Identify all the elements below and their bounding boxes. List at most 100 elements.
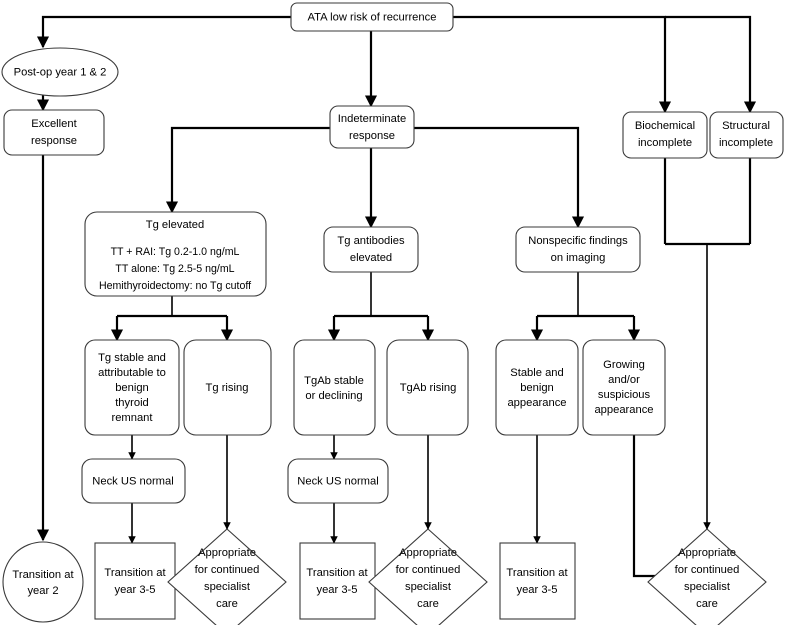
transition-year-2-label-1: Transition at bbox=[12, 569, 74, 581]
specialist-care-b-label-2: for continued bbox=[396, 564, 461, 576]
node-growing-suspicious-appearance[interactable]: Growing and/or suspicious appearance bbox=[582, 339, 666, 436]
node-nonspecific-findings[interactable]: Nonspecific findings on imaging bbox=[515, 226, 641, 273]
specialist-care-a-label-2: for continued bbox=[195, 564, 260, 576]
growing-suspicious-label-1: Growing bbox=[603, 359, 645, 371]
node-tg-rising[interactable]: Tg rising bbox=[183, 339, 272, 436]
specialist-care-b-label-1: Appropriate bbox=[399, 547, 457, 559]
node-structural-incomplete[interactable]: Structural incomplete bbox=[709, 111, 784, 159]
tg-stable-label-5: remnant bbox=[111, 412, 153, 424]
transition-c-label-1: Transition at bbox=[506, 567, 568, 579]
specialist-care-c-shape bbox=[647, 528, 767, 625]
tg-stable-label-3: benign bbox=[115, 382, 149, 394]
node-excellent-response[interactable]: Excellent response bbox=[3, 109, 105, 156]
growing-suspicious-label-3: suspicious bbox=[598, 389, 651, 401]
node-tgab-rising[interactable]: TgAb rising bbox=[386, 339, 469, 436]
tg-elevated-heading: Tg elevated bbox=[146, 219, 204, 231]
post-op-year-shape bbox=[1, 47, 119, 97]
node-tgab-stable-or-declining[interactable]: TgAb stable or declining bbox=[293, 339, 376, 436]
specialist-care-c-label-1: Appropriate bbox=[678, 547, 736, 559]
biochemical-incomplete-shape bbox=[622, 111, 708, 159]
nonspecific-findings-shape bbox=[515, 226, 641, 273]
node-ata-low-risk[interactable]: ATA low risk of recurrence bbox=[290, 2, 454, 32]
transition-a-shape bbox=[94, 542, 176, 620]
indeterminate-response-label-1: Indeterminate bbox=[338, 113, 406, 125]
node-transition-year-3-5-c[interactable]: Transition at year 3-5 bbox=[499, 542, 576, 620]
node-tg-stable-benign-remnant[interactable]: Tg stable and attributable to benign thy… bbox=[84, 339, 180, 436]
node-post-op-year-1-2[interactable]: Post-op year 1 & 2 bbox=[1, 47, 119, 97]
edge-ata-bus-left bbox=[36, 15, 291, 49]
node-indeterminate-response[interactable]: Indeterminate response bbox=[329, 105, 415, 149]
post-op-year-label: Post-op year 1 & 2 bbox=[14, 66, 107, 78]
specialist-care-c-label-2: for continued bbox=[675, 564, 740, 576]
neck-us-normal-mid-shape bbox=[287, 458, 389, 504]
node-specialist-care-b[interactable]: Appropriate for continued specialist car… bbox=[368, 528, 488, 625]
tg-stable-label-2: attributable to bbox=[98, 367, 166, 379]
node-transition-year-3-5-b[interactable]: Transition at year 3-5 bbox=[299, 542, 376, 620]
node-tg-elevated[interactable]: Tg elevated TT + RAI: Tg 0.2-1.0 ng/mL T… bbox=[84, 211, 267, 297]
tgab-stable-label-2: or declining bbox=[305, 390, 362, 402]
stable-benign-label-3: appearance bbox=[507, 397, 566, 409]
node-neck-us-normal-mid[interactable]: Neck US normal bbox=[287, 458, 389, 504]
structural-incomplete-shape bbox=[709, 111, 784, 159]
tg-antibodies-elevated-label-1: Tg antibodies bbox=[337, 235, 405, 247]
growing-suspicious-label-4: appearance bbox=[594, 404, 653, 416]
transition-a-label-1: Transition at bbox=[104, 567, 166, 579]
tg-antibodies-elevated-shape bbox=[323, 226, 419, 273]
nonspecific-findings-label-2: on imaging bbox=[551, 252, 606, 264]
ata-low-risk-label: ATA low risk of recurrence bbox=[308, 11, 437, 23]
neck-us-normal-left-label: Neck US normal bbox=[92, 475, 173, 487]
node-biochemical-incomplete[interactable]: Biochemical incomplete bbox=[622, 111, 708, 159]
biochemical-incomplete-label-2: incomplete bbox=[638, 137, 692, 149]
tg-elevated-line-3: Hemithyroidectomy: no Tg cutoff bbox=[99, 280, 251, 292]
transition-c-label-2: year 3-5 bbox=[516, 584, 557, 596]
transition-year-2-label-2: year 2 bbox=[27, 585, 58, 597]
transition-a-label-2: year 3-5 bbox=[114, 584, 155, 596]
specialist-care-a-label-4: care bbox=[216, 598, 238, 610]
specialist-care-b-label-3: specialist bbox=[405, 581, 452, 593]
tgab-stable-shape bbox=[293, 339, 376, 436]
structural-incomplete-label-1: Structural bbox=[722, 120, 770, 132]
specialist-care-a-shape bbox=[167, 528, 287, 625]
specialist-care-c-label-4: care bbox=[696, 598, 718, 610]
transition-c-shape bbox=[499, 542, 576, 620]
specialist-care-b-label-4: care bbox=[417, 598, 439, 610]
edge-ata-to-biochemical bbox=[453, 15, 672, 114]
tgab-rising-shape bbox=[386, 339, 469, 436]
transition-b-shape bbox=[299, 542, 376, 620]
specialist-care-a-label-1: Appropriate bbox=[198, 547, 256, 559]
tgab-stable-label-1: TgAb stable bbox=[304, 375, 364, 387]
edge-ata-to-structural bbox=[665, 15, 757, 114]
tg-rising-label: Tg rising bbox=[206, 382, 249, 394]
tg-stable-label-1: Tg stable and bbox=[98, 352, 166, 364]
node-specialist-care-c[interactable]: Appropriate for continued specialist car… bbox=[647, 528, 767, 625]
growing-suspicious-label-2: and/or bbox=[608, 374, 640, 386]
node-transition-year-2[interactable]: Transition at year 2 bbox=[2, 541, 84, 623]
specialist-care-c-label-3: specialist bbox=[684, 581, 731, 593]
specialist-care-a-label-3: specialist bbox=[204, 581, 251, 593]
excellent-response-label-2: response bbox=[31, 135, 77, 147]
tg-antibodies-elevated-label-2: elevated bbox=[350, 252, 392, 264]
node-specialist-care-a[interactable]: Appropriate for continued specialist car… bbox=[167, 528, 287, 625]
node-stable-benign-appearance[interactable]: Stable and benign appearance bbox=[495, 339, 579, 436]
indeterminate-response-label-2: response bbox=[349, 130, 395, 142]
transition-year-2-shape bbox=[2, 541, 84, 623]
edge-indeterminate-to-nonspecific bbox=[412, 126, 585, 229]
neck-us-normal-left-shape bbox=[81, 458, 186, 504]
stable-benign-label-1: Stable and bbox=[510, 367, 564, 379]
neck-us-normal-mid-label: Neck US normal bbox=[297, 475, 378, 487]
biochemical-incomplete-label-1: Biochemical bbox=[635, 120, 695, 132]
ata-low-risk-shape bbox=[290, 2, 454, 32]
stable-benign-label-2: benign bbox=[520, 382, 554, 394]
excellent-response-shape bbox=[3, 109, 105, 156]
tg-stable-label-4: thyroid bbox=[115, 397, 149, 409]
node-transition-year-3-5-a[interactable]: Transition at year 3-5 bbox=[94, 542, 176, 620]
growing-suspicious-shape bbox=[582, 339, 666, 436]
tgab-rising-label: TgAb rising bbox=[400, 382, 457, 394]
node-tg-antibodies-elevated[interactable]: Tg antibodies elevated bbox=[323, 226, 419, 273]
node-neck-us-normal-left[interactable]: Neck US normal bbox=[81, 458, 186, 504]
transition-b-label-1: Transition at bbox=[306, 567, 368, 579]
nonspecific-findings-label-1: Nonspecific findings bbox=[528, 235, 628, 247]
